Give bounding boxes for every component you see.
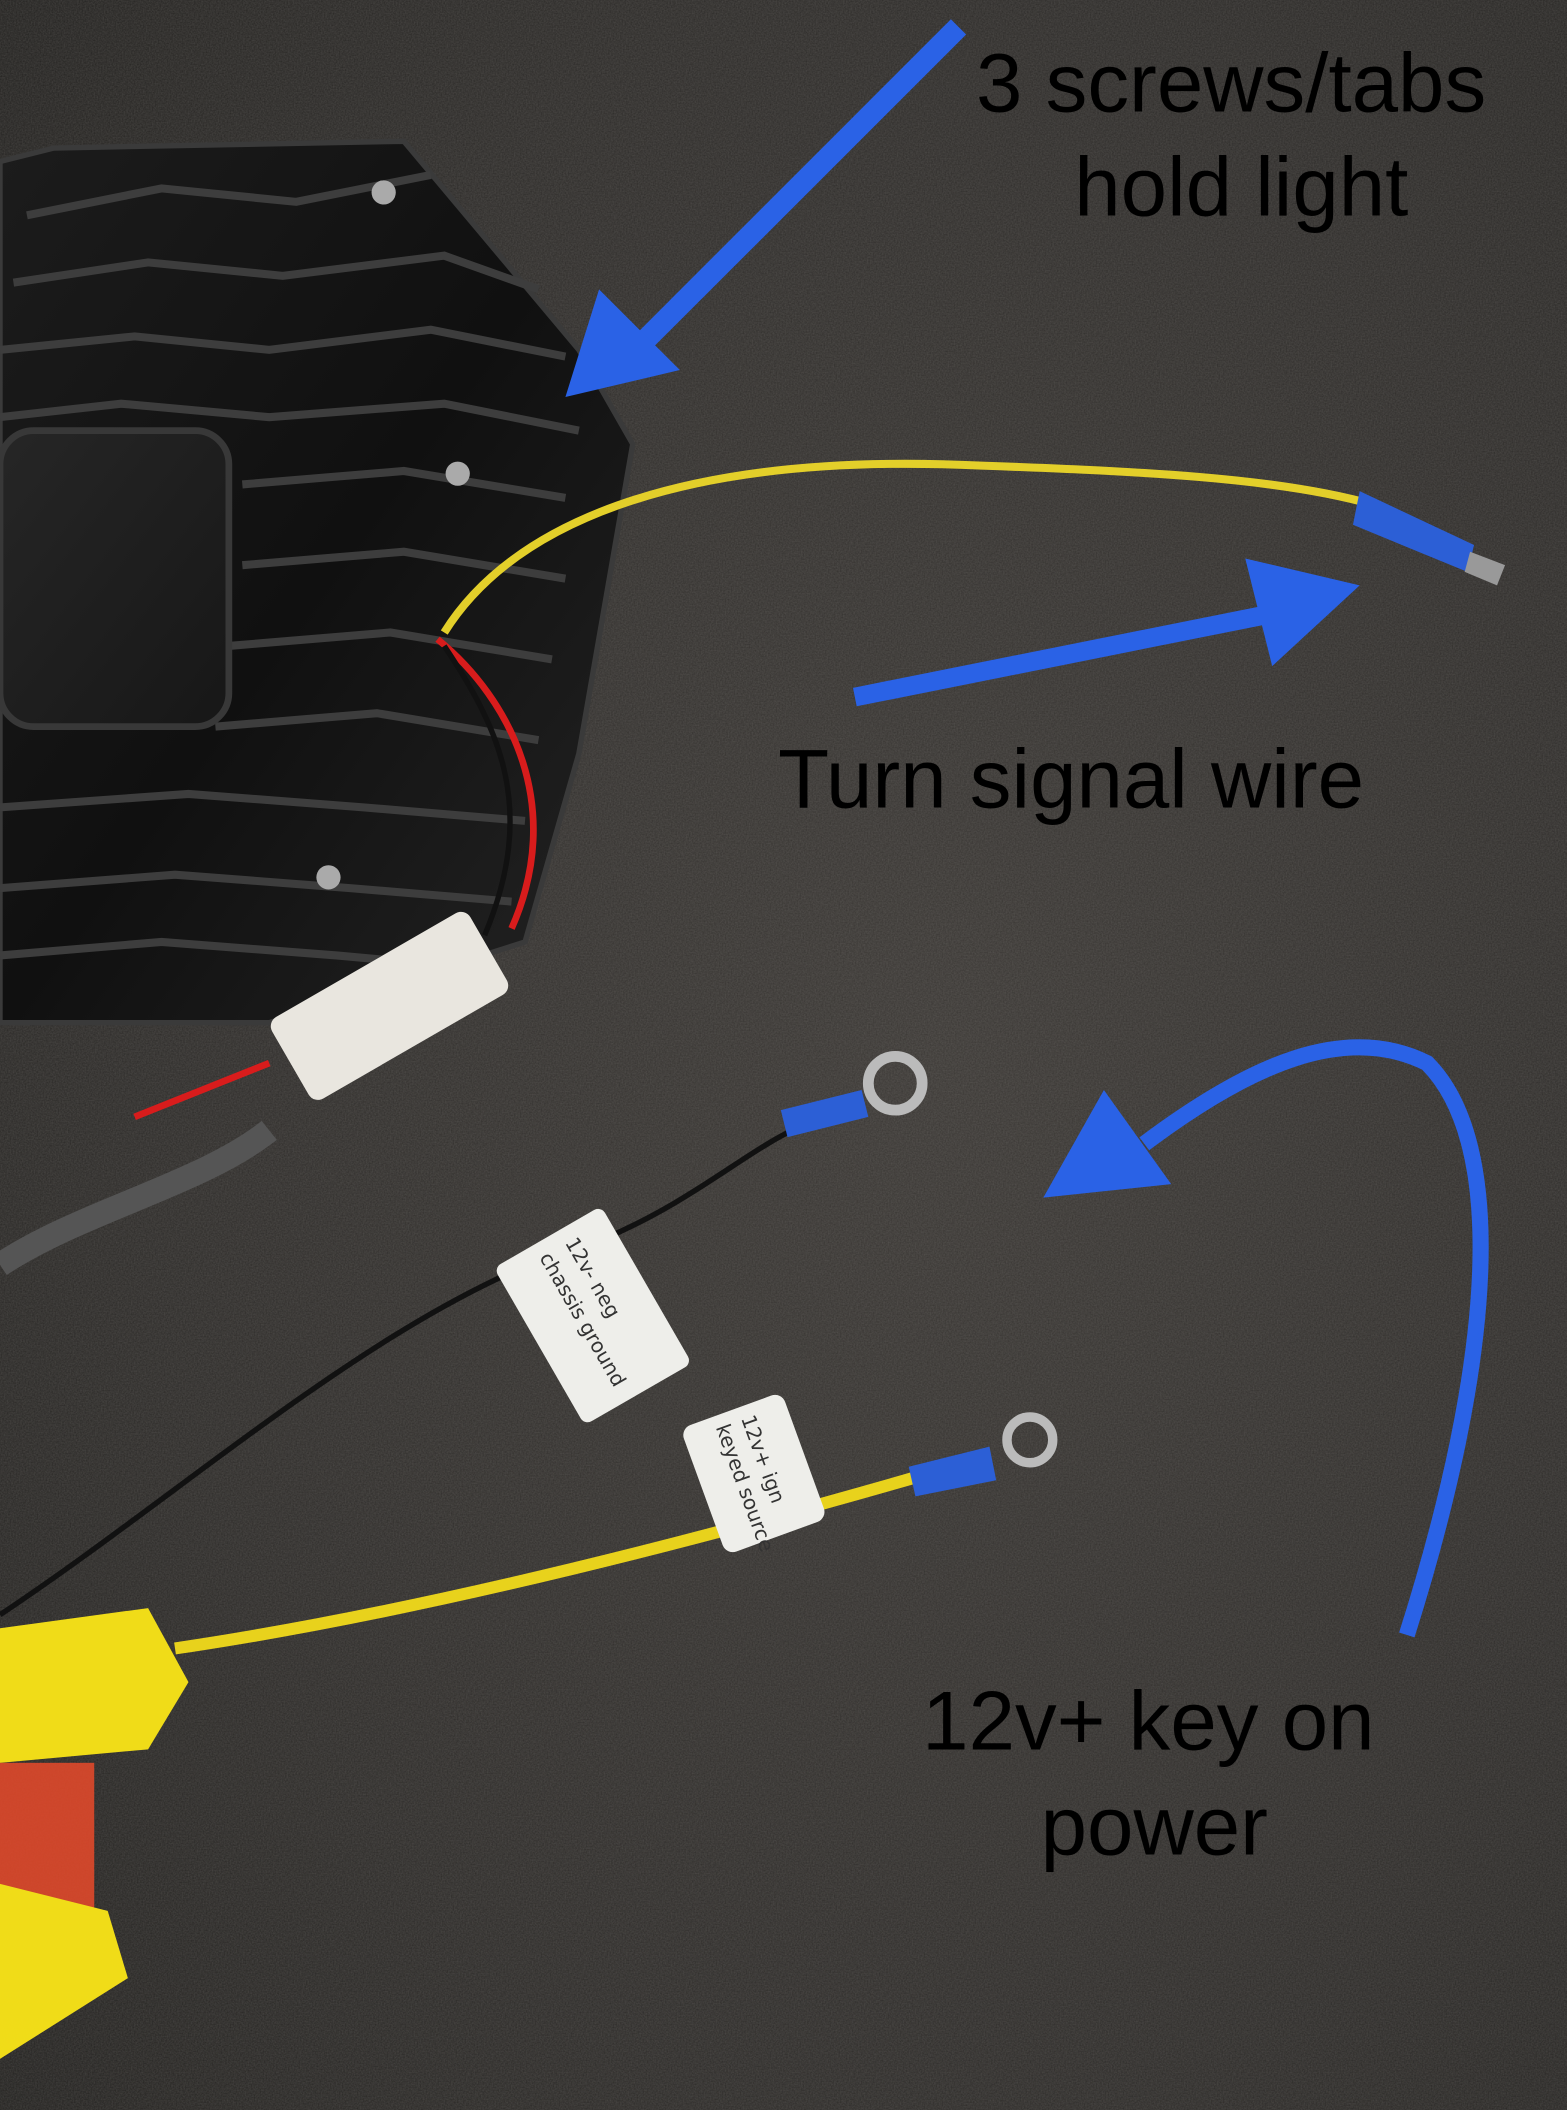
- ring-terminal: [1002, 1412, 1058, 1468]
- arrow-turn-signal: [853, 603, 1281, 707]
- black-wire: [442, 644, 513, 937]
- terminal-tip: [1464, 551, 1506, 586]
- screw: [371, 180, 396, 205]
- arrow-screws: [625, 19, 967, 361]
- light-housing: [0, 138, 636, 1026]
- annotation-turn-signal: Turn signal wire: [778, 731, 1364, 825]
- blue-bullet-terminal: [1352, 491, 1475, 572]
- tag-chassis-ground: 12v- neg chassis ground: [496, 1208, 689, 1423]
- arrows: [565, 19, 1489, 1638]
- white-connector: [270, 911, 509, 1100]
- annotation-power-line2: power: [1041, 1778, 1268, 1872]
- annotation-power-line1: 12v+ key on: [922, 1673, 1374, 1767]
- ring-terminal: [862, 1050, 928, 1116]
- screw: [316, 865, 341, 890]
- turn-signal-wire: [440, 459, 1375, 635]
- annotation-screws-line2: hold light: [1074, 139, 1408, 233]
- screw: [445, 461, 470, 486]
- blue-ring-terminal: [780, 1089, 869, 1138]
- harness-sheath: [0, 1120, 277, 1276]
- red-wire: [435, 636, 537, 930]
- tag-keyed-source: 12v+ ign keyed source: [683, 1394, 825, 1555]
- blue-ring-terminal: [908, 1446, 997, 1497]
- red-wire-lead: [133, 1059, 271, 1121]
- annotation-screws-line1: 3 screws/tabs: [976, 36, 1486, 130]
- arrow-power: [1139, 1039, 1489, 1638]
- yellow-fuse-holder: [0, 1608, 189, 2059]
